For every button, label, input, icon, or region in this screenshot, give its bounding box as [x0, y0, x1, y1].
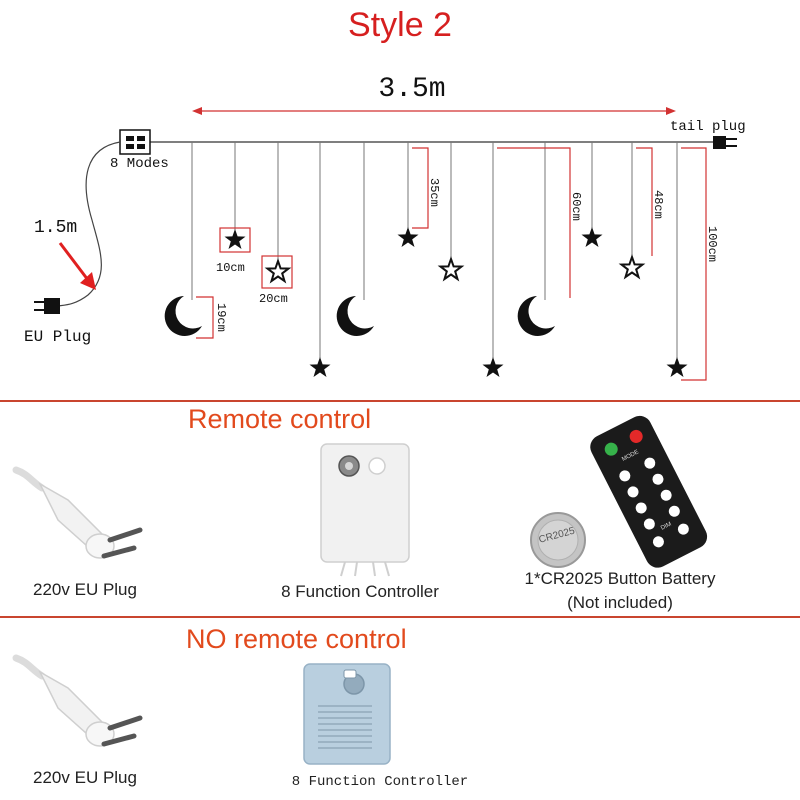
moon-icon	[164, 296, 202, 336]
length-label: 3.5m	[378, 74, 445, 105]
eu-plug-product-icon	[12, 654, 143, 747]
dim-label-19cm: 19cm	[214, 303, 228, 332]
eu-plug-icon	[34, 298, 60, 314]
eu-plug-product-icon	[12, 466, 143, 559]
star-outline-icon	[620, 256, 644, 278]
button-battery-icon: CR2025	[530, 512, 586, 568]
moon-icon	[336, 296, 374, 336]
modes-label: 8 Modes	[110, 156, 169, 172]
star-outline-icon	[439, 258, 463, 280]
controller-box-blue-icon	[303, 663, 391, 765]
dim-label-35cm: 35cm	[427, 178, 441, 207]
moon-icon	[517, 296, 555, 336]
divider-bottom	[0, 616, 800, 618]
no-remote-section-title: NO remote control	[186, 624, 407, 654]
tail-plug-label: tail plug	[670, 119, 746, 135]
controller-box-icon	[119, 129, 151, 155]
battery-caption-line1: 1*CR2025 Button Battery	[524, 569, 716, 588]
dim-label-100cm: 100cm	[705, 226, 719, 262]
no-remote-plug-caption: 220v EU Plug	[33, 768, 137, 787]
star-icon	[309, 357, 331, 377]
no-remote-controller-caption: 8 Function Controller	[291, 774, 469, 790]
curtain-light-diagram: 3.5m tail plug 8 Modes 1.5m EU Plug	[24, 74, 746, 381]
star-icon	[482, 357, 504, 377]
drop-wires	[191, 142, 678, 358]
length-arrow	[192, 107, 676, 115]
lead-cable	[57, 141, 121, 307]
controller-box-product-icon	[320, 443, 410, 577]
star-icon	[581, 227, 603, 247]
remote-dim-label: DIM	[660, 521, 673, 531]
eu-plug-label: EU Plug	[24, 328, 91, 346]
star-icon	[666, 357, 688, 377]
dim-label-48cm: 48cm	[651, 190, 665, 219]
divider-top	[0, 400, 800, 402]
remote-control-icon: MODE DIM	[590, 415, 708, 568]
star-outline-icon	[266, 260, 290, 282]
remote-section-title: Remote control	[188, 404, 372, 434]
star-icon	[397, 227, 419, 247]
dim-label-10cm: 10cm	[216, 261, 245, 275]
lead-arrow	[58, 242, 96, 290]
star-icon	[224, 229, 246, 249]
dim-label-60cm: 60cm	[569, 192, 583, 221]
tail-plug-icon	[713, 136, 737, 149]
dimension-lines	[196, 147, 707, 381]
battery-caption-line2: (Not included)	[567, 593, 673, 612]
page-title: Style 2	[348, 6, 452, 44]
lead-length-label: 1.5m	[34, 218, 77, 238]
remote-plug-caption: 220v EU Plug	[33, 580, 137, 599]
remote-controller-caption: 8 Function Controller	[281, 582, 439, 601]
dim-label-20cm: 20cm	[259, 292, 288, 306]
